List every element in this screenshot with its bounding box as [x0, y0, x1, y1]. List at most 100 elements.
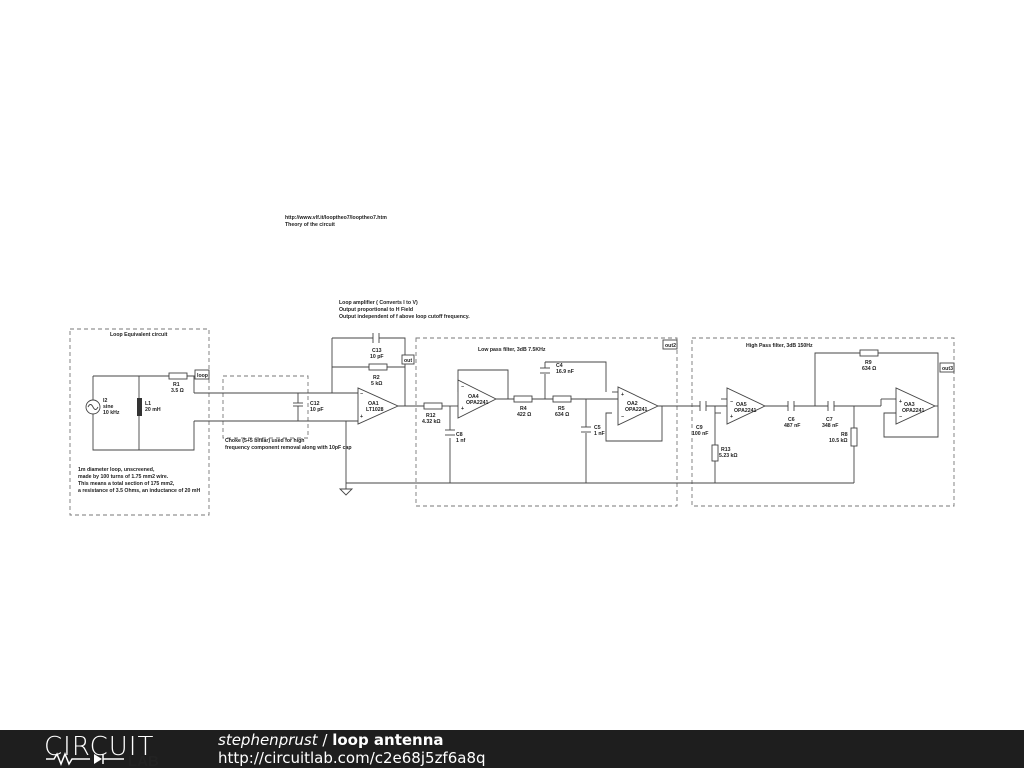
capacitor-c13[interactable] [372, 333, 380, 343]
loop-equivalent-title: Loop Equivalent circuit [110, 332, 168, 338]
highpass-wires [706, 352, 939, 483]
project-url[interactable]: http://circuitlab.com/c2e68j5zf6a8q [218, 749, 486, 767]
logo-lab-text: LAB [128, 753, 159, 767]
author-name[interactable]: stephenprust [218, 731, 318, 749]
current-source-i2[interactable] [85, 399, 101, 415]
oa3-plus: + [899, 399, 902, 405]
probe-out[interactable]: out [401, 354, 415, 365]
oa5-minus: − [730, 399, 733, 405]
c7-name: C7 [826, 417, 833, 423]
r9-name: R9 [865, 360, 872, 366]
r2-name: R2 [373, 375, 380, 381]
amp-note-line2: Output proportional to H Field [339, 307, 413, 313]
lowpass-title: Low pass filter, 3dB 7.5KHz [478, 347, 546, 353]
capacitor-c4[interactable] [540, 367, 550, 374]
c4-value: 16.9 nF [556, 369, 574, 375]
opamp-oa4[interactable] [457, 379, 498, 419]
loop-note-line3: This means a total section of 175 mm2, [78, 481, 175, 487]
r5-name: R5 [558, 406, 565, 412]
capacitor-c8[interactable] [445, 429, 455, 436]
c8-name: C8 [456, 432, 463, 438]
probe-out2-label: out2 [665, 343, 676, 349]
oa3-part: OPA2241 [902, 408, 925, 414]
r13-name: R13 [721, 447, 731, 453]
resistor-r5[interactable] [552, 395, 572, 403]
c4-name: C4 [556, 363, 563, 369]
loop-note-line1: 1m diameter loop, unscreened, [78, 467, 155, 473]
c5-value: 1 nF [594, 431, 605, 437]
opamp-oa2[interactable] [617, 386, 660, 426]
oa4-name: OA4 [468, 394, 479, 400]
i2-value2: 10 kHz [103, 410, 120, 416]
capacitor-c9[interactable] [699, 401, 707, 411]
oa4-minus: − [461, 384, 464, 390]
highpass-box [691, 337, 955, 507]
capacitor-c7[interactable] [827, 401, 835, 411]
c9-name: C9 [696, 425, 703, 431]
footer-bar: CIRCUIT LAB stephenprust / loop antenna … [0, 730, 1024, 768]
oa3-minus: − [899, 414, 902, 420]
l1-name: L1 [145, 401, 151, 407]
probe-out2[interactable]: out2 [662, 339, 678, 350]
schematic-canvas[interactable]: http://www.vlf.it/looptheo7/looptheo7.ht… [0, 0, 1024, 730]
resistor-r2[interactable] [368, 363, 388, 371]
l1-value: 20 mH [145, 407, 161, 413]
oa2-name: OA2 [627, 401, 638, 407]
probe-out3-label: out3 [942, 366, 953, 372]
loop-note-line4: a resistance of 3.5 Ohms, an inductance … [78, 488, 200, 494]
c13-name: C13 [372, 348, 382, 354]
r4-value: 422 Ω [517, 412, 531, 418]
r8-name: R8 [841, 432, 848, 438]
resistor-r12[interactable] [423, 402, 443, 410]
oa5-plus: + [730, 414, 733, 420]
capacitor-c6[interactable] [787, 401, 795, 411]
capacitor-c5[interactable] [581, 426, 591, 433]
r2-value: 5 kΩ [371, 381, 382, 387]
c12-name: C12 [310, 401, 320, 407]
project-title: stephenprust / loop antenna [218, 731, 444, 749]
probe-out3[interactable]: out3 [939, 362, 955, 373]
opamp-oa1[interactable] [357, 387, 400, 425]
c6-value: 487 nF [784, 423, 800, 429]
oa1-minus: − [360, 391, 363, 397]
resistor-r8[interactable] [850, 427, 858, 447]
resistor-r13[interactable] [711, 444, 719, 462]
loop-equivalent-box [69, 328, 210, 516]
resistor-r1[interactable] [168, 372, 188, 380]
c8-value: 1 nf [456, 438, 465, 444]
reference-url-note: http://www.vlf.it/looptheo7/looptheo7.ht… [285, 215, 387, 221]
lowpass-wires [442, 361, 700, 483]
oa2-plus: + [621, 392, 624, 398]
r9-value: 634 Ω [862, 366, 876, 372]
project-name[interactable]: loop antenna [332, 731, 444, 749]
c13-value: 10 pF [370, 354, 384, 360]
capacitor-c12[interactable] [293, 393, 303, 421]
amp-wires [331, 337, 854, 489]
inductor-l1[interactable] [137, 398, 142, 416]
oa1-plus: + [360, 414, 363, 420]
r12-value: 4.32 kΩ [422, 419, 441, 425]
probe-out-label: out [404, 358, 412, 364]
resistor-glyph-icon [46, 751, 90, 767]
choke-note-line1: Choke (5+5 bifilar) used for high [225, 438, 304, 444]
oa5-name: OA5 [736, 402, 747, 408]
r12-name: R12 [426, 413, 436, 419]
resistor-r9[interactable] [859, 349, 879, 357]
probe-loop-label: loop [197, 373, 208, 379]
circuitlab-logo-sub: LAB [46, 751, 159, 767]
oa1-name: OA1 [368, 401, 379, 407]
oa4-plus: + [461, 406, 464, 412]
amp-note-line1: Loop amplifier ( Converts I to V) [339, 300, 418, 306]
lowpass-box [415, 337, 678, 507]
opamp-oa5[interactable] [726, 387, 767, 425]
r1-name: R1 [173, 382, 180, 388]
probe-loop[interactable]: loop [194, 369, 210, 380]
oa1-part: LT1028 [366, 407, 384, 413]
choke-box [222, 375, 309, 439]
resistor-r4[interactable] [513, 395, 533, 403]
r1-value: 3.5 Ω [171, 388, 184, 394]
c5-name: C5 [594, 425, 601, 431]
theory-note: Theory of the circuit [285, 222, 335, 228]
oa2-part: OPA2241 [625, 407, 648, 413]
opamp-oa3[interactable] [895, 387, 937, 425]
